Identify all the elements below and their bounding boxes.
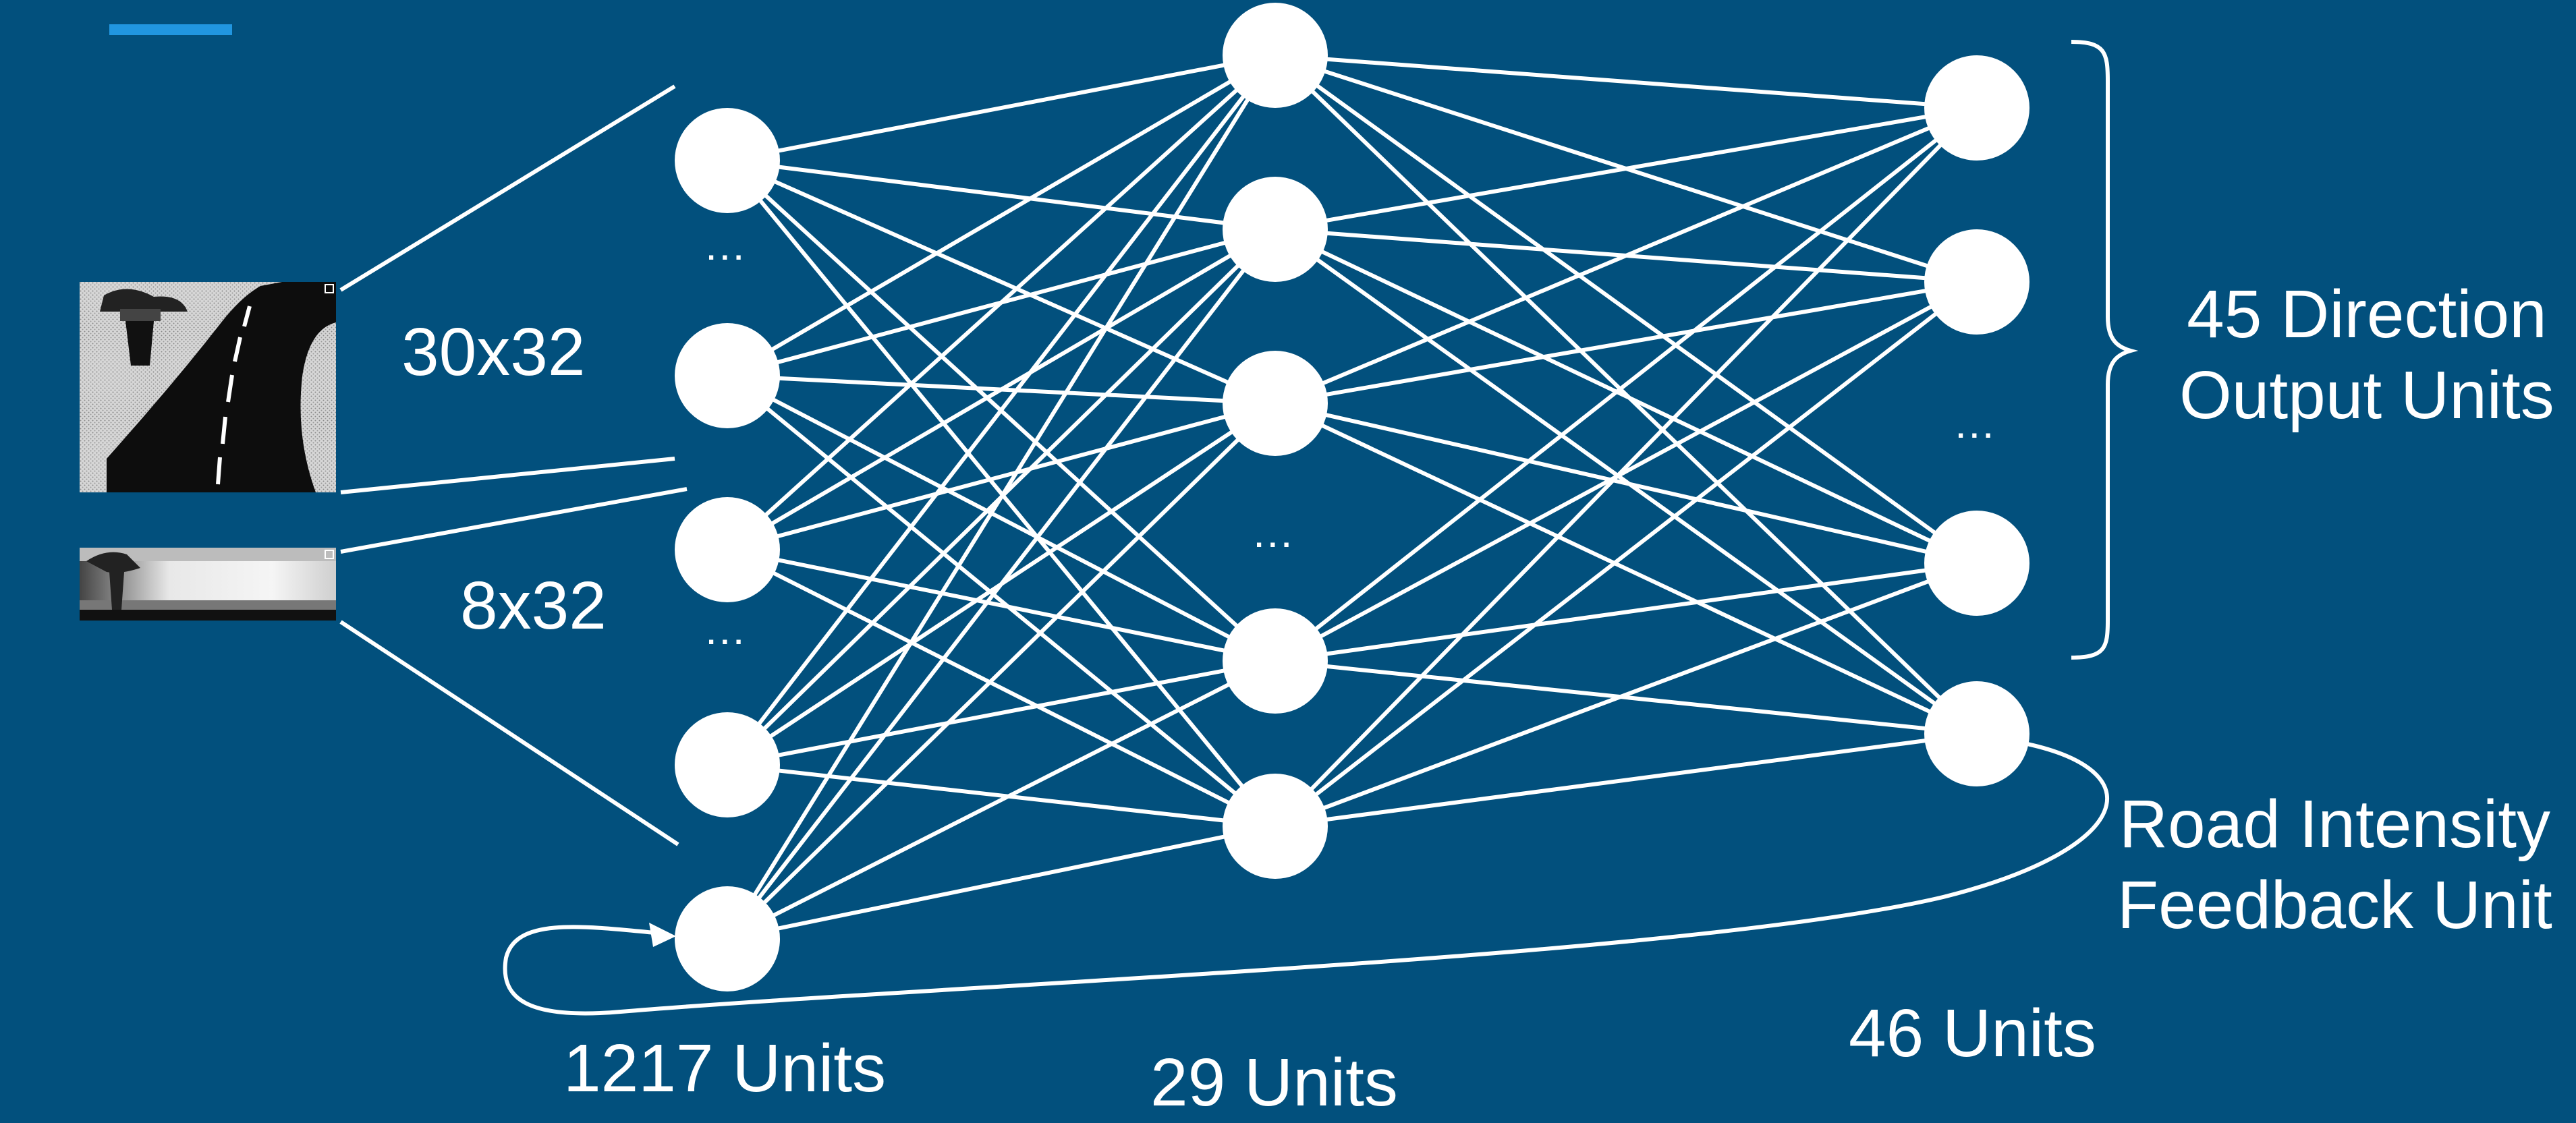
output-unit-1: [1924, 55, 2029, 161]
direction-output-line1: 45 Direction: [2187, 277, 2547, 352]
connection-hidden-3-to-output-3: [1275, 401, 1978, 565]
hidden-unit-1: [1223, 3, 1328, 108]
hidden-unit-3: [1223, 351, 1328, 456]
connection-hidden-2-to-output-3: [1274, 227, 1978, 565]
connection-hidden-4-to-output-4: [1275, 659, 1978, 736]
connection-hidden-4-to-output-1: [1274, 106, 1978, 663]
connection-input-4-to-hidden-1: [725, 54, 1277, 766]
output-brace: [2071, 40, 2139, 660]
connection-input-2-to-hidden-1: [726, 53, 1277, 378]
connection-input-4-to-hidden-5: [727, 763, 1276, 828]
hidden-unit-2: [1223, 177, 1328, 282]
output-unit-2: [1924, 229, 2029, 335]
connection-input-5-to-hidden-2: [725, 228, 1277, 940]
hidden-ellipsis: ...: [1255, 521, 1296, 554]
funnel-line-bottom: [339, 620, 679, 846]
connection-hidden-5-to-output-3: [1274, 561, 1978, 828]
connection-input-2-to-hidden-4: [726, 374, 1277, 663]
connection-input-2-to-hidden-5: [726, 374, 1277, 828]
input-ellipsis-upper: ...: [707, 233, 748, 266]
output-ellipsis: ...: [1957, 411, 1998, 444]
road-camera-image: [80, 282, 336, 492]
connection-hidden-3-to-output-4: [1274, 401, 1978, 736]
connection-input-5-to-hidden-3: [725, 401, 1277, 941]
rangefinder-image: [80, 548, 336, 621]
connection-input-5-to-hidden-4: [726, 659, 1277, 941]
input-layer-units-label: 1217 Units: [563, 1031, 887, 1106]
output-unit-3: [1924, 511, 2029, 616]
input-unit-3: [675, 497, 780, 602]
connection-input-3-to-hidden-3: [727, 401, 1276, 552]
input-unit-2: [675, 323, 780, 428]
feedback-unit-line2: Feedback Unit: [2117, 867, 2552, 943]
connection-hidden-5-to-output-2: [1274, 280, 1978, 828]
connection-hidden-4-to-output-2: [1274, 280, 1978, 663]
connection-input-1-to-hidden-3: [726, 159, 1277, 405]
connection-hidden-5-to-output-4: [1275, 732, 1978, 828]
feedback-loop-line: [503, 740, 2110, 1016]
input-ellipsis-lower: ...: [707, 618, 748, 651]
connection-hidden-4-to-output-3: [1275, 561, 1978, 663]
connection-input-3-to-hidden-2: [726, 227, 1277, 552]
connection-hidden-3-to-output-1: [1274, 106, 1978, 405]
connection-hidden-1-to-output-3: [1274, 53, 1978, 565]
output-layer-units-label: 46 Units: [1849, 996, 2096, 1071]
funnel-line-top: [339, 84, 676, 292]
retina-size-label: 30x32: [401, 314, 586, 390]
connection-input-1-to-hidden-1: [727, 53, 1276, 163]
connection-input-4-to-hidden-4: [727, 659, 1276, 767]
connection-hidden-5-to-output-1: [1273, 106, 1979, 828]
hidden-layer-units-label: 29 Units: [1150, 1045, 1398, 1120]
hidden-unit-4: [1223, 608, 1328, 714]
title-accent-bar: [109, 24, 232, 35]
connection-input-5-to-hidden-5: [727, 824, 1276, 941]
feedback-unit-line1: Road Intensity: [2119, 786, 2551, 862]
road-camera-picture: [80, 282, 336, 492]
rangefinder-picture: [80, 548, 336, 621]
input-unit-5: [675, 886, 780, 991]
connection-input-5-to-hidden-1: [725, 54, 1277, 940]
feedback-arrowhead: [649, 923, 676, 947]
connection-input-3-to-hidden-5: [726, 548, 1277, 828]
input-unit-4: [675, 712, 780, 817]
rangefinder-size-label: 8x32: [460, 568, 607, 643]
funnel-line-upper-mid: [340, 457, 675, 494]
direction-output-label: 45 Direction Output Units: [2179, 274, 2554, 436]
input-unit-1: [675, 108, 780, 213]
hidden-unit-5: [1223, 774, 1328, 879]
connection-input-3-to-hidden-4: [727, 548, 1276, 663]
output-unit-4: [1924, 681, 2029, 786]
feedback-unit-label: Road Intensity Feedback Unit: [2117, 784, 2552, 946]
connection-hidden-3-to-output-2: [1275, 280, 1978, 405]
direction-output-line2: Output Units: [2179, 357, 2554, 433]
connection-input-3-to-hidden-1: [725, 53, 1277, 552]
funnel-line-lower-mid: [340, 487, 688, 554]
connection-input-1-to-hidden-2: [727, 159, 1276, 231]
connection-hidden-2-to-output-1: [1275, 106, 1978, 231]
connection-hidden-1-to-output-1: [1275, 53, 1978, 110]
